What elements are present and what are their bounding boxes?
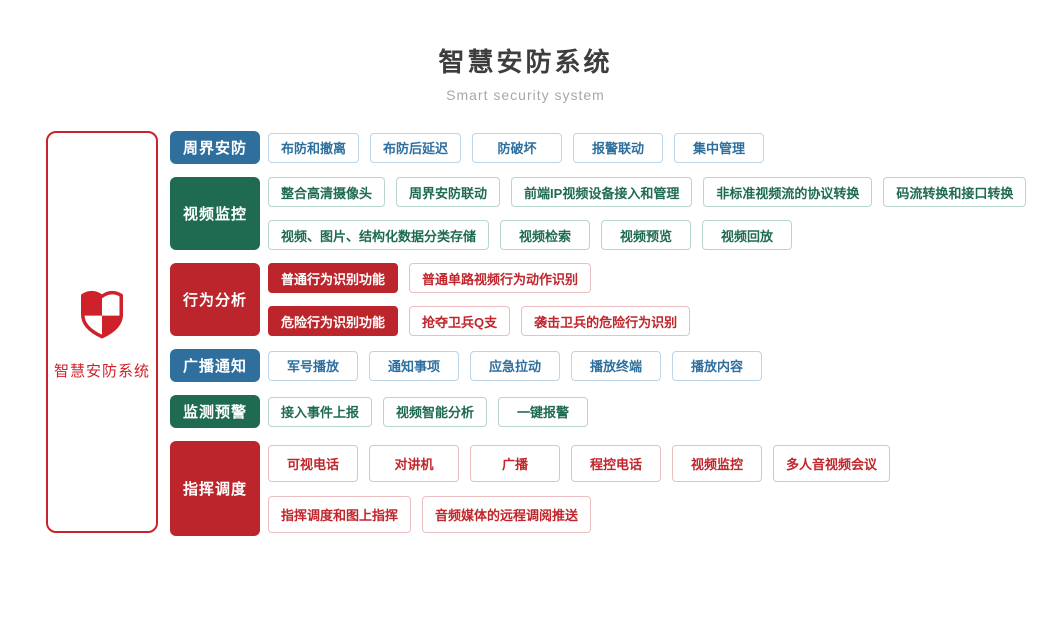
group-row: 监测预警接入事件上报视频智能分析一键报警 [170, 395, 1026, 428]
page-header: 智慧安防系统 Smart security system [0, 0, 1051, 103]
feature-item: 指挥调度和图上指挥 [268, 495, 412, 533]
feature-lines: 布防和撤离布防后延迟防破坏报警联动集中管理 [268, 131, 765, 164]
feature-item: 前端IP视频设备接入和管理 [511, 177, 693, 207]
group-row: 周界安防布防和撤离布防后延迟防破坏报警联动集中管理 [170, 131, 1026, 164]
feature-lines: 整合高清摄像头周界安防联动前端IP视频设备接入和管理非标准视频流的协议转换码流转… [268, 177, 1027, 250]
feature-line: 接入事件上报视频智能分析一键报警 [268, 396, 589, 427]
feature-item: 袭击卫兵的危险行为识别 [521, 306, 691, 336]
feature-line: 危险行为识别功能抢夺卫兵Q支袭击卫兵的危险行为识别 [268, 306, 691, 336]
feature-item: 军号播放 [268, 350, 358, 381]
feature-item: 可视电话 [268, 444, 358, 482]
feature-item: 多人音视频会议 [773, 444, 891, 482]
category-box: 行为分析 [170, 263, 260, 336]
category-box: 指挥调度 [170, 441, 260, 536]
feature-item: 布防后延迟 [370, 132, 462, 163]
feature-item: 接入事件上报 [268, 396, 373, 427]
category-box: 视频监控 [170, 177, 260, 250]
group-row: 行为分析普通行为识别功能普通单路视频行为动作识别危险行为识别功能抢夺卫兵Q支袭击… [170, 263, 1026, 336]
feature-item: 视频监控 [672, 444, 762, 482]
group-row: 广播通知军号播放通知事项应急拉动播放终端播放内容 [170, 349, 1026, 382]
feature-line: 整合高清摄像头周界安防联动前端IP视频设备接入和管理非标准视频流的协议转换码流转… [268, 177, 1027, 207]
feature-line: 可视电话对讲机广播程控电话视频监控多人音视频会议 [268, 444, 891, 482]
root-node: 智慧安防系统 [46, 131, 158, 533]
feature-item: 防破坏 [472, 132, 563, 163]
feature-item: 播放内容 [672, 350, 762, 381]
feature-item: 广播 [470, 444, 560, 482]
feature-item: 非标准视频流的协议转换 [703, 177, 873, 207]
group-row: 视频监控整合高清摄像头周界安防联动前端IP视频设备接入和管理非标准视频流的协议转… [170, 177, 1027, 250]
feature-item: 整合高清摄像头 [268, 177, 386, 207]
feature-item: 视频回放 [702, 220, 793, 250]
feature-item: 周界安防联动 [396, 177, 501, 207]
feature-item: 音频媒体的远程调阅推送 [422, 495, 592, 533]
page-subtitle: Smart security system [446, 87, 605, 103]
root-node-label: 智慧安防系统 [53, 363, 150, 380]
category-box: 广播通知 [170, 349, 260, 382]
feature-item: 应急拉动 [470, 350, 560, 381]
feature-item: 码流转换和接口转换 [883, 177, 1027, 207]
feature-item: 播放终端 [571, 350, 661, 381]
feature-lines: 可视电话对讲机广播程控电话视频监控多人音视频会议指挥调度和图上指挥音频媒体的远程… [268, 441, 891, 536]
feature-item: 普通行为识别功能 [268, 263, 399, 293]
feature-item: 报警联动 [573, 132, 664, 163]
feature-line: 普通行为识别功能普通单路视频行为动作识别 [268, 263, 690, 293]
group-row: 指挥调度可视电话对讲机广播程控电话视频监控多人音视频会议指挥调度和图上指挥音频媒… [170, 441, 1026, 536]
diagram: 智慧安防系统 周界安防布防和撤离布防后延迟防破坏报警联动集中管理视频监控整合高清… [46, 131, 1051, 536]
feature-line: 军号播放通知事项应急拉动播放终端播放内容 [268, 350, 762, 381]
feature-item: 视频预览 [601, 220, 692, 250]
feature-item: 危险行为识别功能 [268, 306, 399, 336]
page-title: 智慧安防系统 [438, 47, 613, 77]
feature-item: 程控电话 [571, 444, 661, 482]
groups: 周界安防布防和撤离布防后延迟防破坏报警联动集中管理视频监控整合高清摄像头周界安防… [170, 131, 1027, 536]
feature-item: 视频、图片、结构化数据分类存储 [268, 220, 490, 250]
feature-item: 布防和撤离 [268, 132, 360, 163]
feature-item: 视频智能分析 [383, 396, 488, 427]
feature-item: 集中管理 [674, 132, 765, 163]
category-box: 监测预警 [170, 395, 260, 428]
feature-lines: 普通行为识别功能普通单路视频行为动作识别危险行为识别功能抢夺卫兵Q支袭击卫兵的危… [268, 263, 691, 336]
feature-line: 布防和撤离布防后延迟防破坏报警联动集中管理 [268, 132, 765, 163]
feature-line: 指挥调度和图上指挥音频媒体的远程调阅推送 [268, 495, 890, 533]
feature-line: 视频、图片、结构化数据分类存储视频检索视频预览视频回放 [268, 220, 1026, 250]
feature-item: 视频检索 [500, 220, 591, 250]
feature-lines: 接入事件上报视频智能分析一键报警 [268, 395, 589, 428]
shield-checkered-icon [74, 283, 130, 348]
feature-item: 普通单路视频行为动作识别 [409, 263, 592, 293]
feature-item: 抢夺卫兵Q支 [409, 306, 511, 336]
category-box: 周界安防 [170, 131, 260, 164]
feature-item: 一键报警 [498, 396, 589, 427]
feature-item: 对讲机 [369, 444, 459, 482]
feature-item: 通知事项 [369, 350, 459, 381]
feature-lines: 军号播放通知事项应急拉动播放终端播放内容 [268, 349, 762, 382]
